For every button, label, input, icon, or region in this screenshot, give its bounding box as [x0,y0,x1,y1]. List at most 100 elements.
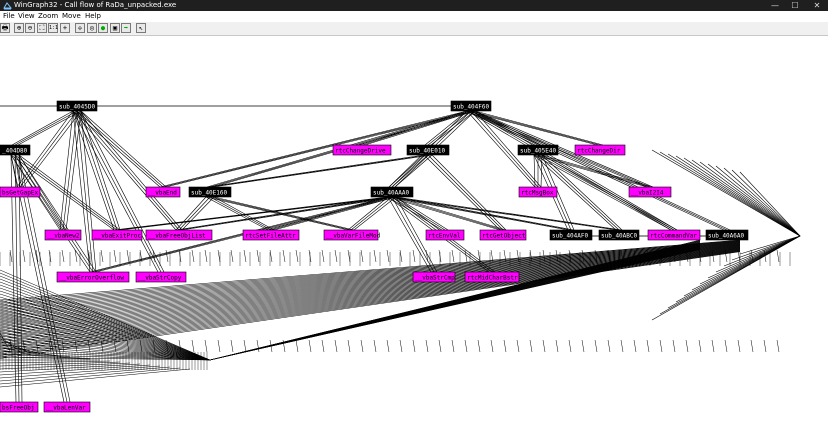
node-box[interactable] [0,186,41,198]
node-box[interactable] [628,186,672,198]
node-box[interactable] [56,100,98,112]
green-go-icon[interactable]: ● [98,23,108,33]
node-box[interactable] [517,144,559,156]
node-box[interactable] [647,229,701,241]
node-box[interactable] [464,271,520,283]
node-sub-404f60[interactable]: sub_404F60 [450,100,492,112]
forward-icon[interactable]: ➡ [121,23,131,33]
node-rtcchangedrive[interactable]: rtcChangeDrive [332,144,392,156]
menu-zoom[interactable]: Zoom [38,12,59,20]
node-vbalenvar[interactable]: __vbaLenVar [43,401,91,413]
node-bsgetgapex[interactable]: bsGetGapEx [0,186,41,198]
edge-68 [395,196,507,231]
node-box[interactable] [323,229,379,241]
edge-171 [0,240,741,307]
edge-11 [474,110,604,146]
node-box[interactable] [598,229,640,241]
menu-file[interactable]: File [3,12,15,20]
edge-2 [364,110,476,146]
node-box[interactable] [574,144,626,156]
edge-151 [683,157,801,237]
node-vbai2i4[interactable]: __vbaI2I4 [628,186,672,198]
edge-149 [675,155,801,237]
edge-183 [0,244,741,325]
node-box[interactable] [145,229,213,241]
title-bar: WinGraph32 - Call flow of RaDa_unpacked.… [0,0,828,11]
node-vbanew2[interactable]: __vbaNew2 [44,229,82,241]
node-rtcsetfileattr[interactable]: rtcSetFileAttr [242,229,300,241]
node-box[interactable] [0,144,31,156]
zoom-in-icon[interactable]: ⊕ [14,23,24,33]
edge-169 [0,240,741,304]
node-box[interactable] [188,186,232,198]
node-box[interactable] [135,271,187,283]
node-rtccommandvar[interactable]: rtcCommandVar [647,229,701,241]
node-vbastrcopy[interactable]: __vbaStrCopy [135,271,187,283]
node-vbaerroroverflow[interactable]: __vbaErrorOverflow [56,271,130,283]
edge-401 [776,339,780,353]
node-sub-405e40[interactable]: sub_405E40 [517,144,559,156]
node-label: __vbaLenVar [46,405,86,412]
node-rtcenvval[interactable]: rtcEnvVal [425,229,465,241]
node-sub-40aaa0[interactable]: sub_40AAA0 [370,186,414,198]
node-vbaexitproc[interactable]: __vbaExitProc [91,229,143,241]
crosshair-icon[interactable]: + [60,23,70,33]
zoom-100-icon[interactable]: 1:1 [48,23,59,33]
maximize-button[interactable]: ☐ [791,1,799,10]
call-graph-canvas[interactable]: sub_4045D0 sub_404F60 _404D80 rtcChangeDriv… [0,36,828,430]
node-box[interactable] [450,100,492,112]
node-box[interactable] [370,186,414,198]
edge-346 [425,249,429,263]
node-bsfreeobj[interactable]: bsFreeObj [0,401,39,413]
node-vbaend[interactable]: __vbaEnd [145,186,181,198]
node-rtcmsgbox[interactable]: rtcMsgBox [518,186,558,198]
node-box[interactable] [242,229,300,241]
node-box[interactable] [479,229,527,241]
fit-icon[interactable]: ⛶ [37,23,47,33]
menu-help[interactable]: Help [85,12,101,20]
node-box[interactable] [549,229,593,241]
node-sub-404af0[interactable]: sub_404AF0 [549,229,593,241]
edge-330 [321,249,325,263]
edge-165 [739,171,801,237]
node-box[interactable] [412,271,456,283]
node-rtcmidcharbstr[interactable]: rtcMidCharBstr [464,271,520,283]
node-404d80[interactable]: _404D80 [0,144,31,156]
node-box[interactable] [332,144,392,156]
menu-view[interactable]: View [18,12,35,20]
node-box[interactable] [43,401,91,413]
node-sub-40abc0[interactable]: sub_40ABC0 [598,229,640,241]
minimize-button[interactable]: — [771,1,779,10]
node-vbafreeobjlist[interactable]: __vbaFreeObjList [145,229,213,241]
node-vbastrcmp[interactable]: __vbaStrCmp [412,271,456,283]
close-button[interactable]: ✕ [813,1,821,10]
layout-icon[interactable]: ◎ [87,23,97,33]
node-sub-40e010[interactable]: sub_40E010 [406,144,450,156]
pan-icon[interactable]: ✢ [75,23,85,33]
edge-281 [0,368,191,388]
node-box[interactable] [56,271,130,283]
node-sub-4045d0[interactable]: sub_4045D0 [56,100,98,112]
node-box[interactable] [518,186,558,198]
print-icon[interactable]: 🖶 [0,23,10,33]
edge-393 [724,339,728,353]
cursor-icon[interactable]: ↖ [136,23,146,33]
node-vbavarfilemod[interactable]: __vbaVarFileMod [323,229,381,241]
node-box[interactable] [44,229,82,241]
node-box[interactable] [705,229,749,241]
image-icon[interactable]: ▣ [110,23,120,33]
node-box[interactable] [145,186,181,198]
zoom-out-icon[interactable]: ⊖ [25,23,35,33]
menu-move[interactable]: Move [62,12,81,20]
node-sub-40a6a0[interactable]: sub_40A6A0 [705,229,749,241]
node-label: sub_40E010 [409,148,446,155]
node-rtcchangedir[interactable]: rtcChangeDir [574,144,626,156]
node-sub-40e160[interactable]: sub_40E160 [188,186,232,198]
node-box[interactable] [91,229,143,241]
node-rtcgetobject[interactable]: rtcGetObject [479,229,527,241]
edge-110 [212,154,433,188]
node-box[interactable] [425,229,465,241]
node-box[interactable] [406,144,450,156]
node-box[interactable] [0,401,39,413]
node-label: _404D80 [2,148,28,155]
